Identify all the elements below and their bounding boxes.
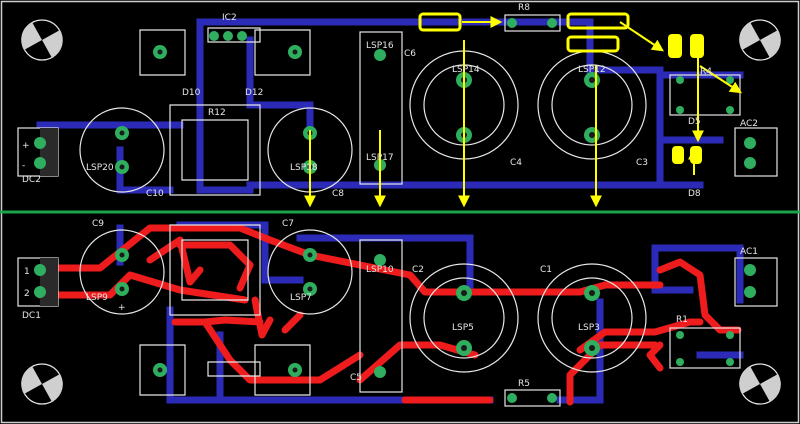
label-c2: C2	[412, 265, 424, 275]
label-lsp17: LSP17	[366, 153, 394, 163]
label-lsp12: LSP12	[578, 65, 606, 75]
label-lsp20: LSP20	[86, 163, 114, 173]
label-r4: R4	[700, 67, 712, 77]
label-d5: D5	[688, 117, 701, 127]
mounting-hole-icon	[21, 19, 63, 61]
label-dc2: DC2	[22, 175, 41, 185]
annotation-markers	[304, 12, 743, 208]
label-ic2: IC2	[222, 13, 237, 23]
capacitor-c7	[267, 229, 353, 315]
capacitor-c1	[537, 263, 647, 373]
label-c7: C7	[282, 219, 294, 229]
label-c9: C9	[92, 219, 104, 229]
label-lsp9: LSP9	[86, 293, 108, 303]
label-c5: C5	[350, 373, 362, 383]
capacitor-c10	[79, 107, 165, 193]
bridge-top	[669, 74, 741, 116]
label-n2: 2	[24, 289, 30, 299]
label-c6: C6	[404, 49, 416, 59]
label-lsp16: LSP16	[366, 41, 394, 51]
resistor-r5	[504, 389, 561, 407]
bridge-bottom	[669, 327, 741, 369]
heatsink-top	[139, 27, 311, 196]
label-r1: R1	[676, 315, 688, 325]
bottom-blue-traces	[116, 221, 744, 404]
mounting-hole-icon	[739, 19, 781, 61]
label-r12: R12	[208, 108, 226, 118]
label-plus-top: +	[22, 141, 30, 151]
mounting-hole-icon	[21, 363, 63, 405]
label-c3: C3	[636, 158, 648, 168]
resistor-r8	[504, 14, 561, 32]
label-d10: D10	[182, 88, 201, 98]
label-c10: C10	[146, 189, 164, 199]
terminal-ac1	[734, 257, 778, 307]
label-lsp18: LSP18	[290, 163, 318, 173]
capacitor-c9	[79, 229, 165, 315]
mounting-hole-icon	[739, 363, 781, 405]
terminal-dc2	[17, 127, 59, 177]
heatsink-bottom	[139, 224, 311, 396]
label-lsp3: LSP3	[578, 323, 600, 333]
label-r5: R5	[518, 379, 530, 389]
label-lsp7: LSP7	[290, 293, 312, 303]
capacitor-c5	[359, 239, 403, 393]
label-lsp5: LSP5	[452, 323, 474, 333]
label-ac1: AC1	[740, 247, 758, 257]
label-d8: D8	[688, 189, 701, 199]
label-r8: R8	[518, 3, 530, 13]
label-dc1: DC1	[22, 311, 41, 321]
label-lsp10: LSP10	[366, 265, 394, 275]
label-lsp14: LSP14	[452, 65, 480, 75]
label-d12: D12	[245, 88, 263, 98]
label-ac2: AC2	[740, 119, 758, 129]
capacitor-c2	[409, 263, 519, 373]
label-c1: C1	[540, 265, 552, 275]
terminal-ac2	[734, 127, 778, 177]
label-n1: 1	[24, 267, 30, 277]
bottom-red-traces	[36, 224, 742, 406]
label-minus-top: -	[22, 161, 25, 171]
label-c4: C4	[510, 158, 522, 168]
terminal-dc1	[17, 257, 59, 307]
label-plus-bottom: +	[118, 303, 126, 313]
label-c8: C8	[332, 189, 344, 199]
